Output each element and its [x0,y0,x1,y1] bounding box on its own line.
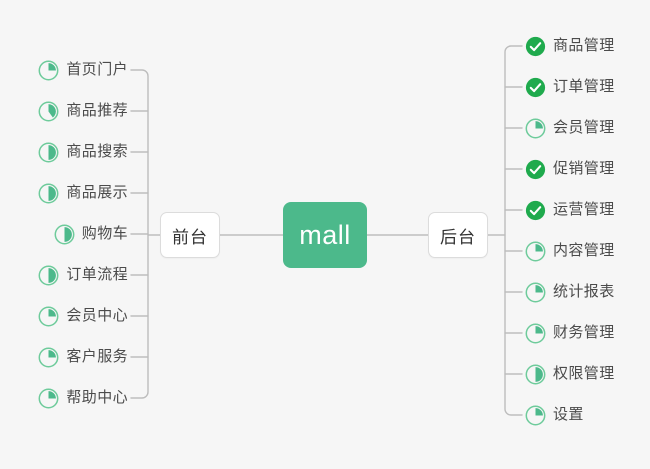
check-circle-icon [525,77,546,98]
leaf-item-label: 帮助中心 [66,389,128,406]
pie-progress-icon [38,347,59,368]
leaf-item-backend-3[interactable]: 促销管理 [525,156,615,182]
leaf-item-frontend-7[interactable]: 客户服务 [38,344,128,370]
pie-progress-icon [38,388,59,409]
leaf-item-backend-9[interactable]: 设置 [525,402,584,428]
leaf-item-label: 客户服务 [66,348,128,365]
leaf-item-label: 商品推荐 [66,102,128,119]
root-node-mall[interactable]: mall [283,202,367,268]
pie-progress-icon [525,364,546,385]
pie-progress-icon [38,183,59,204]
pie-progress-icon [525,405,546,426]
leaf-item-label: 商品管理 [553,37,615,54]
leaf-item-label: 权限管理 [553,365,615,382]
check-circle-icon [525,36,546,57]
pie-progress-icon [525,282,546,303]
branch-node-frontend[interactable]: 前台 [160,212,220,258]
leaf-item-label: 统计报表 [553,283,615,300]
pie-progress-icon [38,101,59,122]
leaf-item-label: 会员中心 [66,307,128,324]
check-circle-icon [525,200,546,221]
leaf-item-backend-6[interactable]: 统计报表 [525,279,615,305]
leaf-item-label: 商品展示 [66,184,128,201]
leaf-item-label: 内容管理 [553,242,615,259]
branch-node-frontend-label: 前台 [172,227,208,247]
leaf-item-backend-8[interactable]: 权限管理 [525,361,615,387]
pie-progress-icon [525,118,546,139]
check-circle-icon [525,159,546,180]
leaf-item-label: 首页门户 [66,61,128,78]
leaf-item-frontend-2[interactable]: 商品搜索 [38,139,128,165]
pie-progress-icon [525,323,546,344]
leaf-item-backend-2[interactable]: 会员管理 [525,115,615,141]
leaf-item-label: 购物车 [81,225,128,242]
pie-progress-icon [38,142,59,163]
leaf-item-label: 运营管理 [553,201,615,218]
leaf-item-frontend-0[interactable]: 首页门户 [38,57,128,83]
leaf-item-backend-0[interactable]: 商品管理 [525,33,615,59]
branch-node-backend-label: 后台 [440,227,476,247]
pie-progress-icon [38,306,59,327]
pie-progress-icon [38,60,59,81]
leaf-item-label: 财务管理 [553,324,615,341]
leaf-item-label: 会员管理 [553,119,615,136]
leaf-item-backend-7[interactable]: 财务管理 [525,320,615,346]
leaf-item-frontend-3[interactable]: 商品展示 [38,180,128,206]
leaf-item-backend-5[interactable]: 内容管理 [525,238,615,264]
leaf-item-label: 商品搜索 [66,143,128,160]
leaf-item-label: 订单流程 [66,266,128,283]
leaf-item-frontend-8[interactable]: 帮助中心 [38,385,128,411]
pie-progress-icon [38,265,59,286]
pie-progress-icon [525,241,546,262]
branch-node-backend[interactable]: 后台 [428,212,488,258]
leaf-item-backend-4[interactable]: 运营管理 [525,197,615,223]
pie-progress-icon [54,224,75,245]
leaf-item-frontend-6[interactable]: 会员中心 [38,303,128,329]
leaf-item-frontend-5[interactable]: 订单流程 [38,262,128,288]
leaf-item-label: 设置 [553,406,584,423]
leaf-item-label: 订单管理 [553,78,615,95]
leaf-item-frontend-4[interactable]: 购物车 [54,221,128,247]
leaf-item-label: 促销管理 [553,160,615,177]
root-node-label: mall [299,219,351,250]
leaf-item-frontend-1[interactable]: 商品推荐 [38,98,128,124]
leaf-item-backend-1[interactable]: 订单管理 [525,74,615,100]
